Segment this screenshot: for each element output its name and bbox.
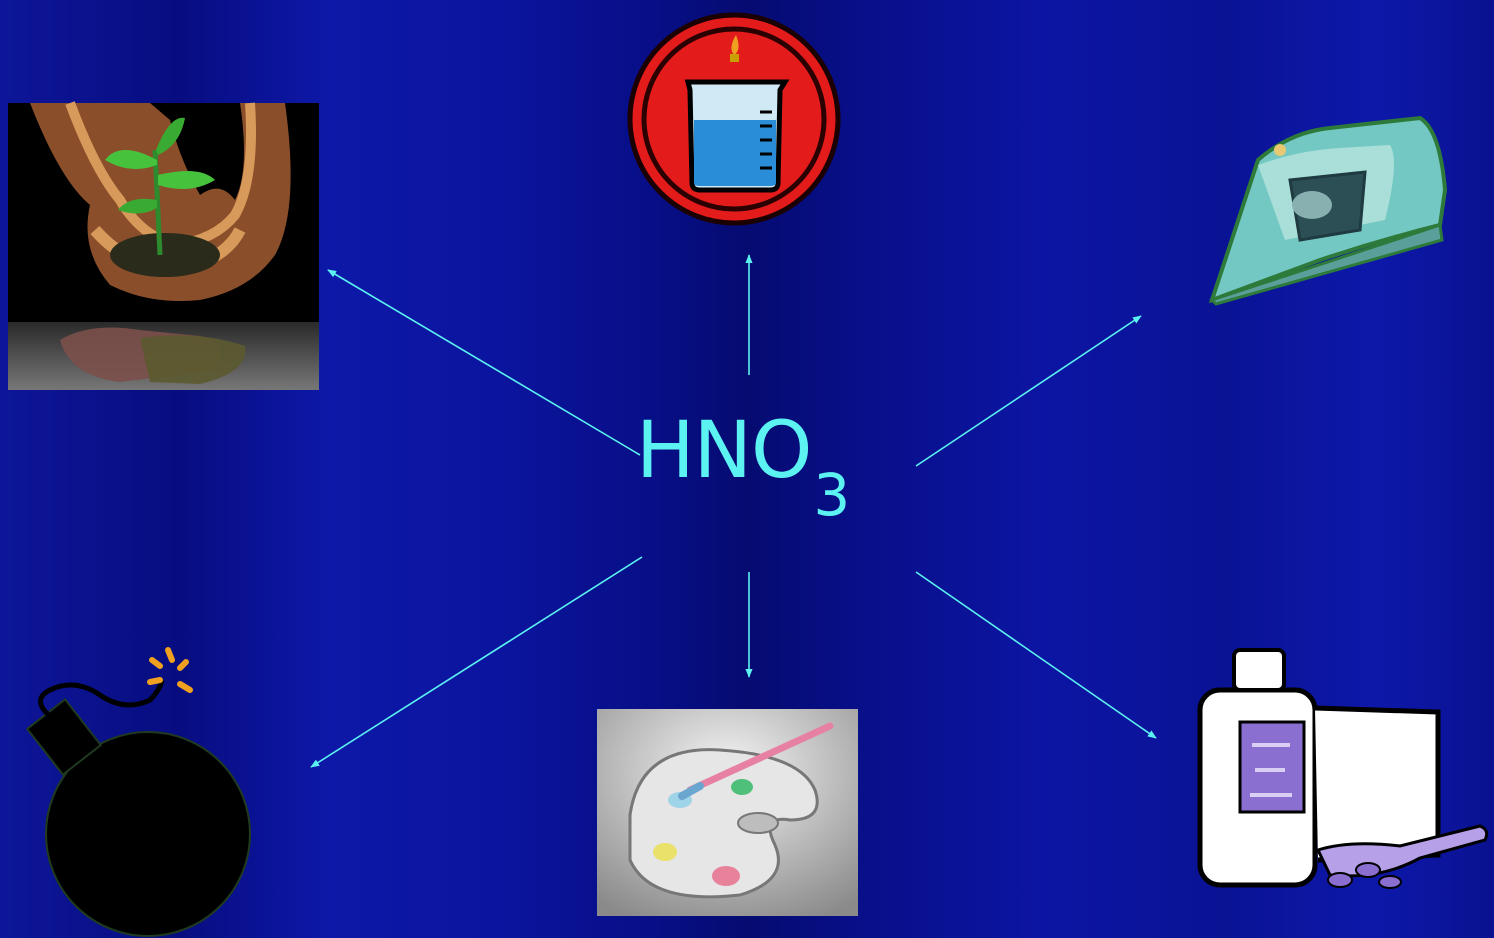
bomb-icon <box>25 647 251 937</box>
beaker-flame-icon <box>627 12 841 226</box>
formula-subscript: 3 <box>813 461 850 529</box>
arrow-to-bottle <box>915 571 1157 739</box>
hno3-formula: HNO3 <box>636 412 850 524</box>
paint-palette-icon <box>597 709 858 916</box>
plant-in-hands-icon <box>8 101 319 390</box>
iron-icon <box>1208 115 1448 306</box>
medicine-bottle-icon <box>1197 648 1489 889</box>
arrow-to-plant <box>327 269 641 456</box>
arrow-to-bomb <box>310 556 643 768</box>
formula-main: HNO <box>636 406 812 496</box>
arrow-to-iron <box>915 315 1142 467</box>
